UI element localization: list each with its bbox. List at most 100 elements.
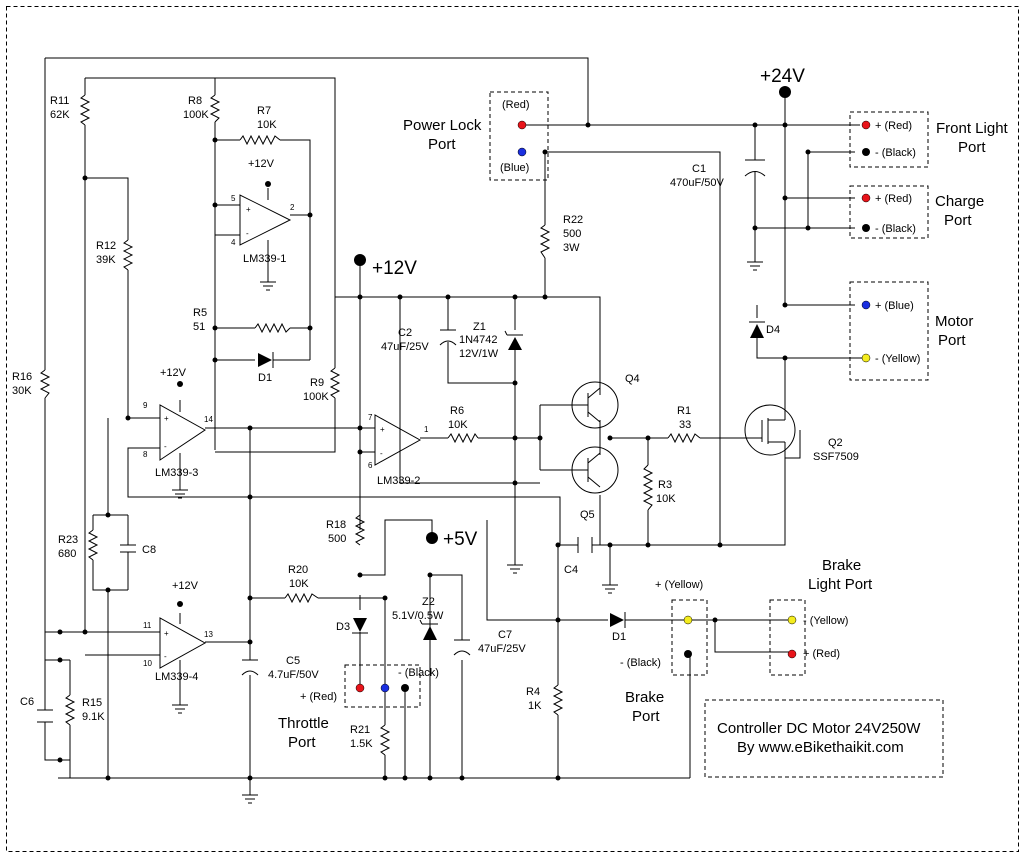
label-z2-val: 5.1V/0.5W xyxy=(392,610,444,622)
wire-label-br-black: - (Black) xyxy=(620,657,661,669)
label-q4: Q4 xyxy=(625,373,640,385)
wire-label-pl-red: (Red) xyxy=(502,99,530,111)
resistor-r16 xyxy=(39,369,51,399)
label-d3: D3 xyxy=(336,621,350,633)
capacitor-c6 xyxy=(37,709,53,723)
label-r21-val: 1.5K xyxy=(350,738,373,750)
resistor-r1 xyxy=(667,432,701,444)
u2-pin1: 1 xyxy=(424,425,429,434)
label-c2-val: 47uF/25V xyxy=(381,341,429,353)
label-r9: R9 xyxy=(310,377,324,389)
transistor-q5 xyxy=(571,446,619,494)
label-d1-top: D1 xyxy=(258,372,272,384)
wire-label-mo-blue: + (Blue) xyxy=(875,300,914,312)
capacitors xyxy=(37,159,766,723)
br-yellow-dot xyxy=(683,615,693,625)
page-border xyxy=(6,6,1019,852)
opamp2-name: LM339-2 xyxy=(377,475,420,487)
u3-pin14: 14 xyxy=(204,415,213,424)
motor-port-box xyxy=(849,281,929,381)
title-box xyxy=(704,699,944,778)
resistor-r21 xyxy=(379,724,391,756)
brake-light-port-title-2: Light Port xyxy=(808,576,873,593)
label-r15: R15 xyxy=(82,697,102,709)
u4-pin11: 11 xyxy=(143,621,152,630)
resistor-r12 xyxy=(122,239,134,271)
label-r18: R18 xyxy=(326,519,346,531)
label-d4: D4 xyxy=(766,324,780,336)
diode-d4 xyxy=(749,321,765,338)
wire-label-bl-yellow: - (Yellow) xyxy=(803,615,848,627)
label-r6-val: 10K xyxy=(448,419,468,431)
resistor-r23 xyxy=(87,529,99,561)
label-r3: R3 xyxy=(658,479,672,491)
opamp-labels: LM339-1 LM339-2 LM339-3 LM339-4 5 4 2 7 … xyxy=(143,194,429,683)
ground-symbols xyxy=(172,261,763,804)
label-r16-val: 30K xyxy=(12,385,32,397)
ch-red-dot xyxy=(861,193,871,203)
svg-text:+: + xyxy=(164,414,169,423)
label-r6: R6 xyxy=(450,405,464,417)
wire-label-ch-red: + (Red) xyxy=(875,193,912,205)
motor-port-title-2: Port xyxy=(938,332,966,349)
throttle-port-title: Throttle xyxy=(278,715,329,732)
label-r16: R16 xyxy=(12,371,32,383)
label-r22-val: 500 xyxy=(563,228,581,240)
capacitor-c7 xyxy=(453,639,471,656)
junctions xyxy=(57,122,811,781)
wire-label-ch-black: - (Black) xyxy=(875,223,916,235)
label-r11-val: 62K xyxy=(50,109,70,121)
charge-port-box xyxy=(849,185,929,239)
resistor-r18 xyxy=(354,514,366,546)
th-red-dot xyxy=(355,683,365,693)
u3-pin8: 8 xyxy=(143,450,148,459)
label-r22-w: 3W xyxy=(563,242,580,254)
front-light-port-title: Front Light xyxy=(936,120,1009,137)
label-r4: R4 xyxy=(526,686,540,698)
label-r5-val: 51 xyxy=(193,321,205,333)
label-z1: Z1 xyxy=(473,321,486,333)
title-line-2: By www.eBikethaikit.com xyxy=(737,739,904,756)
ch-black-dot xyxy=(862,224,870,232)
transistor-q4 xyxy=(571,381,619,429)
label-d1-brake: D1 xyxy=(612,631,626,643)
label-r15-val: 9.1K xyxy=(82,711,105,723)
fl-black-dot xyxy=(862,148,870,156)
rail-12v-label: +12V xyxy=(372,258,417,279)
label-r23: R23 xyxy=(58,534,78,546)
label-z2: Z2 xyxy=(422,596,435,608)
label-c1: C1 xyxy=(692,163,706,175)
label-r12-val: 39K xyxy=(96,254,116,266)
svg-text:-: - xyxy=(246,229,249,238)
label-r22: R22 xyxy=(563,214,583,226)
label-r8-val: 100K xyxy=(183,109,209,121)
bl-yellow-dot xyxy=(787,615,797,625)
label-r5: R5 xyxy=(193,307,207,319)
label-q5: Q5 xyxy=(580,509,595,521)
opamp1-name: LM339-1 xyxy=(243,253,286,265)
resistor-r5 xyxy=(254,322,291,334)
brake-port-title-2: Port xyxy=(632,708,660,725)
rail-24v-label: +24V xyxy=(760,66,805,87)
label-c5: C5 xyxy=(286,655,300,667)
capacitor-c1 xyxy=(744,159,766,177)
label-r4-val: 1K xyxy=(528,700,542,712)
label-r12: R12 xyxy=(96,240,116,252)
svg-text:+: + xyxy=(246,205,251,214)
label-c4: C4 xyxy=(564,564,578,576)
capacitor-c4 xyxy=(577,537,593,553)
brake-port-title: Brake xyxy=(625,689,664,706)
label-r9-val: 100K xyxy=(303,391,329,403)
bl-red-dot xyxy=(787,649,797,659)
wire-label-bl-red: + (Red) xyxy=(803,648,840,660)
wire-label-pl-blue: (Blue) xyxy=(500,162,529,174)
connector-dots xyxy=(355,120,871,693)
charge-port-title: Charge xyxy=(935,193,984,210)
label-c1-val: 470uF/50V xyxy=(670,177,724,189)
label-r11: R11 xyxy=(50,95,69,107)
brake-light-port-box xyxy=(769,599,806,676)
label-c2: C2 xyxy=(398,327,412,339)
opamp1-supply-label: +12V xyxy=(248,158,275,170)
label-r1-val: 33 xyxy=(679,419,691,431)
label-c8: C8 xyxy=(142,544,156,556)
